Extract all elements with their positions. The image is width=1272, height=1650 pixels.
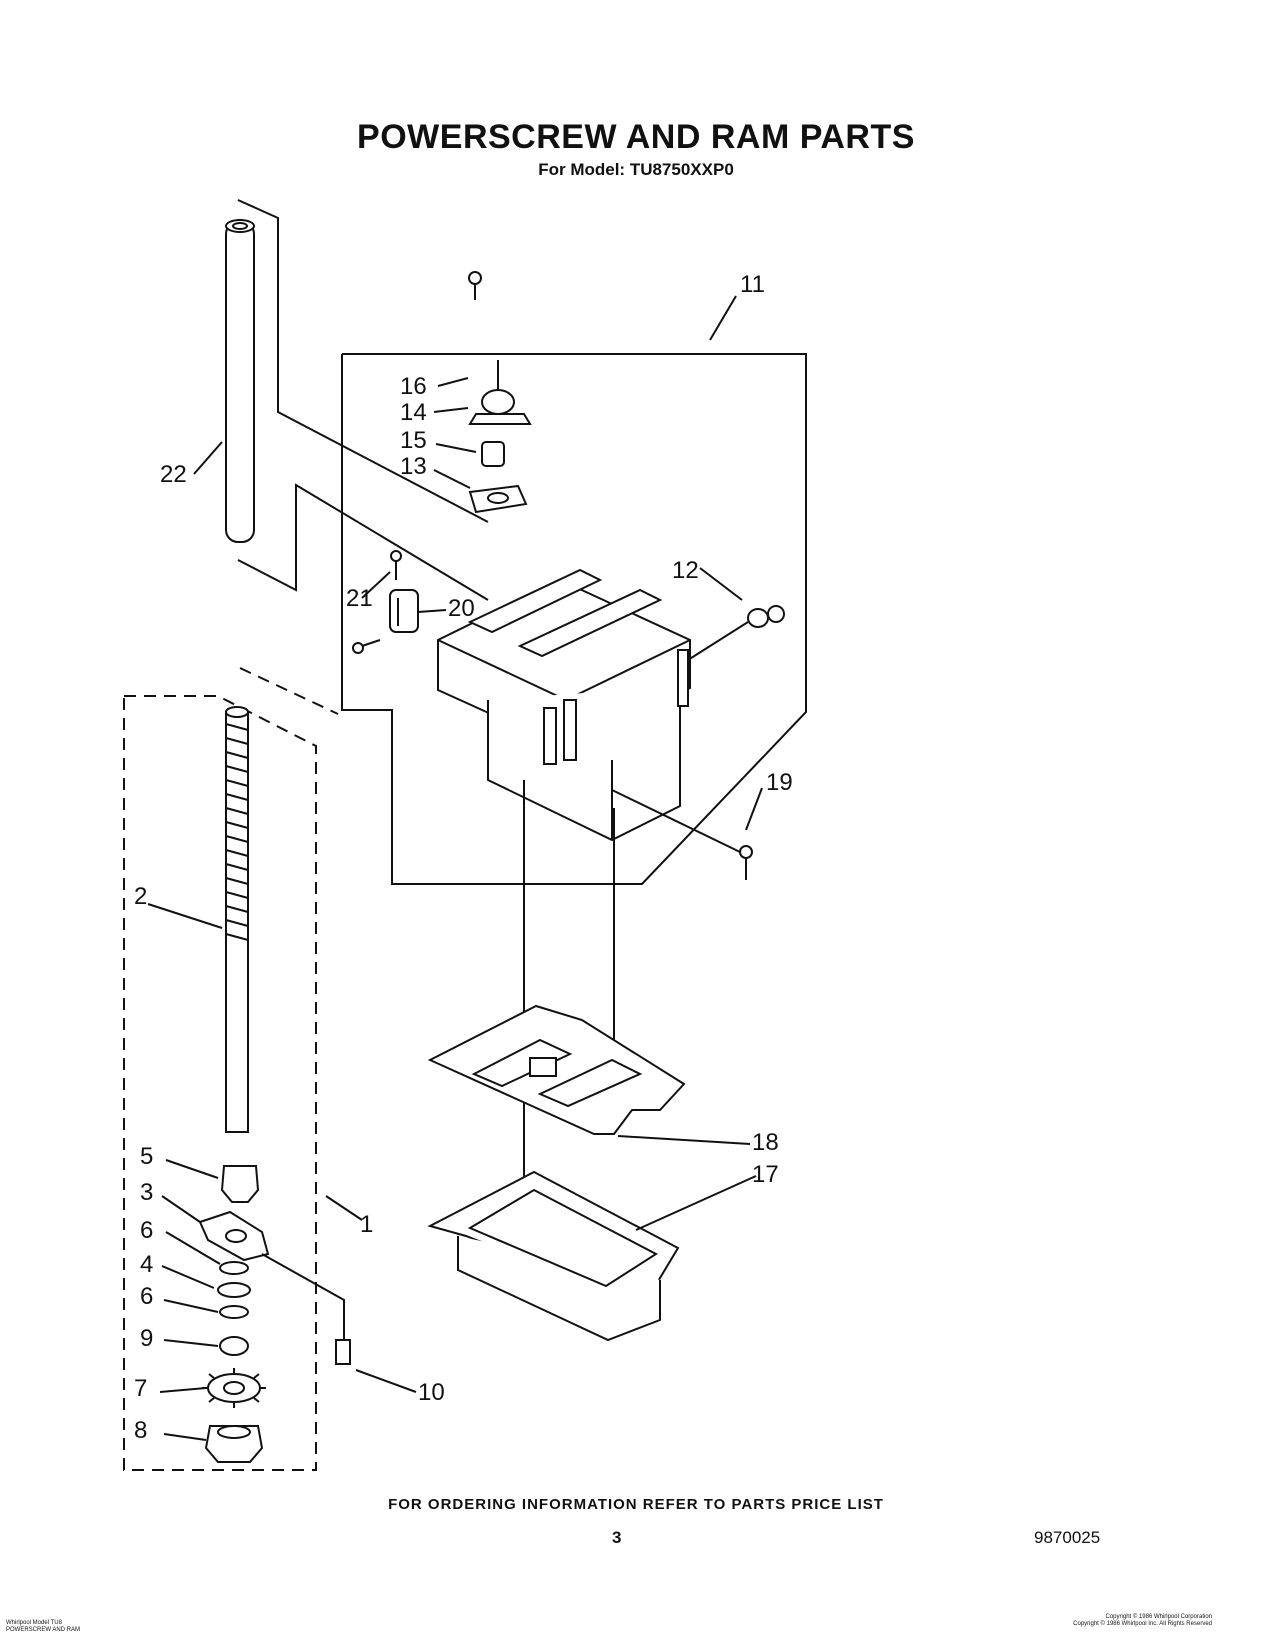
callout-20: 20	[448, 595, 475, 622]
callout-3: 3	[140, 1179, 153, 1206]
bracket-part-3	[198, 1210, 270, 1262]
callout-6b: 6	[140, 1283, 153, 1310]
footer-left-small: Whirlpool Model TU8 POWERSCREW AND RAM	[6, 1620, 80, 1634]
nut-part-8	[204, 1425, 264, 1463]
plate-part-13	[468, 484, 528, 514]
leader-lines	[147, 295, 763, 1441]
plate-part-18	[427, 1004, 686, 1135]
callout-4: 4	[140, 1251, 153, 1278]
tray-part-17	[427, 1170, 680, 1342]
callout-15: 15	[400, 427, 427, 454]
callout-6a: 6	[140, 1217, 153, 1244]
washer-part-6-b	[219, 1305, 249, 1319]
callout-12: 12	[672, 557, 699, 584]
callout-8: 8	[134, 1417, 147, 1444]
callout-22: 22	[160, 461, 187, 488]
footer-right-small: Copyright © 1986 Whirlpool Corporation C…	[1073, 1614, 1212, 1628]
bushing-part-15	[481, 441, 505, 467]
screw-part-10	[261, 1253, 351, 1365]
callout-labels: 1 2 3 4 5 6 6 7 8 9 10 11 12 13 14 15 16…	[134, 271, 793, 1444]
callout-19: 19	[766, 769, 793, 796]
part-12	[687, 605, 785, 661]
callout-1: 1	[360, 1211, 373, 1238]
callout-7: 7	[134, 1375, 147, 1402]
sprocket-part-7	[202, 1368, 266, 1408]
assembly-11-outline	[341, 353, 807, 885]
callout-9: 9	[140, 1325, 153, 1352]
callout-14: 14	[400, 399, 427, 426]
tube-part-22	[225, 219, 255, 543]
mount-part-14	[468, 360, 532, 425]
screw-part-21	[352, 550, 402, 654]
washer-part-9	[219, 1336, 249, 1356]
footer-left-line-2: POWERSCREW AND RAM	[6, 1627, 81, 1633]
footer-left-line-1: Whirlpool Model TU8	[6, 1620, 62, 1626]
nut-part-5	[220, 1165, 260, 1203]
callout-13: 13	[400, 453, 427, 480]
copyright-line-2: Copyright © 1986 Whirlpool Inc. All Righ…	[1073, 1621, 1212, 1627]
model-subtitle: For Model: TU8750XXP0	[538, 160, 734, 179]
screw-part-16	[468, 271, 482, 300]
clip-part-20	[389, 589, 419, 633]
ordering-note: FOR ORDERING INFORMATION REFER TO PARTS …	[388, 1496, 884, 1513]
page-number: 3	[612, 1528, 622, 1547]
callout-21: 21	[346, 585, 373, 612]
callout-18: 18	[752, 1129, 779, 1156]
document-number: 9870025	[1034, 1528, 1101, 1547]
page-title: POWERSCREW AND RAM PARTS	[357, 118, 915, 156]
assembly-1-bracket	[123, 667, 339, 1471]
callout-16: 16	[400, 373, 427, 400]
callout-17: 17	[752, 1161, 779, 1188]
screw-part-19	[611, 789, 753, 880]
callout-2: 2	[134, 883, 147, 910]
callout-11: 11	[740, 271, 765, 298]
washer-part-4	[217, 1282, 251, 1298]
ram-housing	[437, 568, 691, 842]
powerscrew-part-2	[225, 706, 249, 1133]
callout-5: 5	[140, 1143, 153, 1170]
washer-part-6-a	[219, 1261, 249, 1275]
copyright-line-1: Copyright © 1986 Whirlpool Corporation	[1105, 1614, 1212, 1620]
callout-10: 10	[418, 1379, 445, 1406]
